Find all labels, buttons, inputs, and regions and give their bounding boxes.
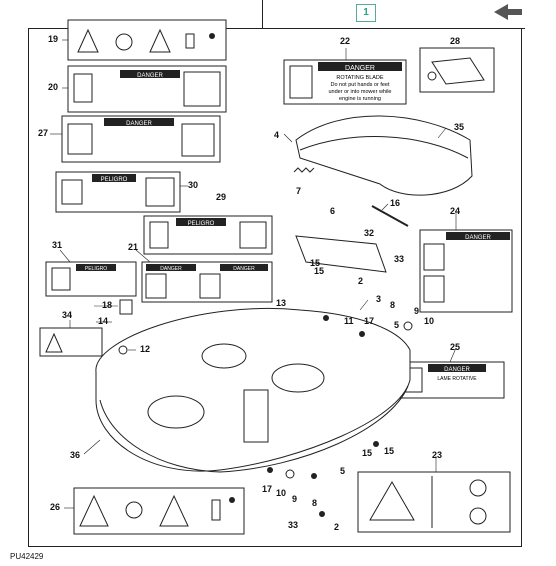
decal-31: PELIGRO	[45, 261, 137, 297]
callout-3: 3	[376, 294, 382, 304]
callout-12: 12	[140, 344, 151, 354]
callout-13: 13	[276, 298, 287, 308]
callout-33: 33	[394, 254, 405, 264]
decal-31-title: PELIGRO	[85, 266, 107, 272]
callout-35: 35	[454, 122, 465, 132]
callout-15: 15	[310, 258, 321, 268]
callout-9: 9	[414, 306, 420, 316]
decal-22-title: DANGER	[345, 65, 375, 72]
decal-34	[39, 327, 103, 357]
part-28-box	[419, 47, 495, 93]
rod-16	[371, 205, 409, 227]
decal-30-title: PELIGRO	[101, 177, 128, 183]
callout-29: 29	[216, 192, 227, 202]
decal-25-title: DANGER	[444, 367, 470, 373]
callout-10: 10	[424, 316, 435, 326]
callout-8: 8	[390, 300, 396, 310]
decal-27-title: DANGER	[126, 121, 152, 127]
spring-7	[293, 167, 315, 173]
decal-30: PELIGRO	[55, 171, 181, 213]
decal-21a-title: DANGER	[160, 266, 182, 272]
decal-25: DANGER LAME ROTATIVE	[399, 361, 505, 399]
blade-guard-35	[295, 115, 473, 196]
decal-22-line-4: engine is running	[339, 96, 381, 102]
callout-17: 17	[364, 316, 375, 326]
figure-code: PU42429	[10, 552, 44, 561]
bracket-32	[295, 235, 387, 273]
diagram-frame	[28, 28, 522, 547]
callout-9b: 9	[292, 494, 298, 504]
callout-7: 7	[296, 186, 302, 196]
callout-21: 21	[128, 242, 139, 252]
decal-29: PELIGRO	[143, 215, 273, 255]
callout-16: 16	[390, 198, 401, 208]
callout-2b: 2	[334, 522, 340, 532]
callout-33b: 33	[288, 520, 299, 530]
callout-19: 19	[48, 34, 59, 44]
fasteners	[118, 315, 413, 517]
callout-27: 27	[38, 128, 49, 138]
decal-19	[67, 19, 227, 61]
callout-23: 23	[432, 450, 443, 460]
decal-20-title: DANGER	[137, 73, 163, 79]
decal-27: DANGER	[61, 115, 221, 163]
mower-deck-36	[95, 307, 411, 473]
callout-30: 30	[188, 180, 199, 190]
callout-26: 26	[50, 502, 61, 512]
decal-22-line-2: Do not put hands or feet	[330, 82, 389, 88]
callout-24: 24	[450, 206, 461, 216]
decal-22-line-3: under or into mower while	[329, 89, 392, 95]
decal-25-line-1: LAME ROTATIVE	[437, 376, 477, 382]
callout-36: 36	[70, 450, 81, 460]
decal-21b-title: DANGER	[233, 266, 255, 272]
decal-22: DANGER ROTATING BLADE Do not put hands o…	[283, 59, 407, 105]
callout-14: 14	[98, 316, 109, 326]
callout-5b: 5	[340, 466, 346, 476]
callout-32: 32	[364, 228, 375, 238]
decal-24: DANGER	[419, 229, 513, 313]
decal-23	[357, 471, 511, 533]
callout-34: 34	[62, 310, 73, 320]
decal-26	[73, 487, 245, 535]
callout-4: 4	[274, 130, 280, 140]
callout-8b: 8	[312, 498, 318, 508]
back-arrow-icon[interactable]	[490, 2, 526, 22]
callout-5: 5	[394, 320, 400, 330]
callout-15d: 15	[314, 266, 325, 276]
callout-2: 2	[358, 276, 364, 286]
decal-22-line-1: ROTATING BLADE	[336, 75, 383, 81]
decal-24-title: DANGER	[465, 235, 491, 241]
callout-11: 11	[344, 316, 354, 326]
callout-15b: 15	[362, 448, 373, 458]
callout-17b: 17	[262, 484, 273, 494]
decal-21: DANGER DANGER	[141, 261, 273, 303]
callout-20: 20	[48, 82, 59, 92]
callout-18: 18	[102, 300, 113, 310]
callout-15c: 15	[384, 446, 395, 456]
callout-6: 6	[330, 206, 336, 216]
decal-20: DANGER	[67, 65, 227, 113]
callout-25: 25	[450, 342, 461, 352]
leader-lines	[50, 39, 457, 509]
callout-10b: 10	[276, 488, 287, 498]
callout-28: 28	[450, 36, 461, 46]
spindle-cap-18	[119, 299, 133, 315]
callout-22: 22	[340, 36, 351, 46]
callout-31: 31	[52, 240, 63, 250]
decal-29-title: PELIGRO	[188, 221, 215, 227]
header-badge: 1	[356, 4, 376, 22]
